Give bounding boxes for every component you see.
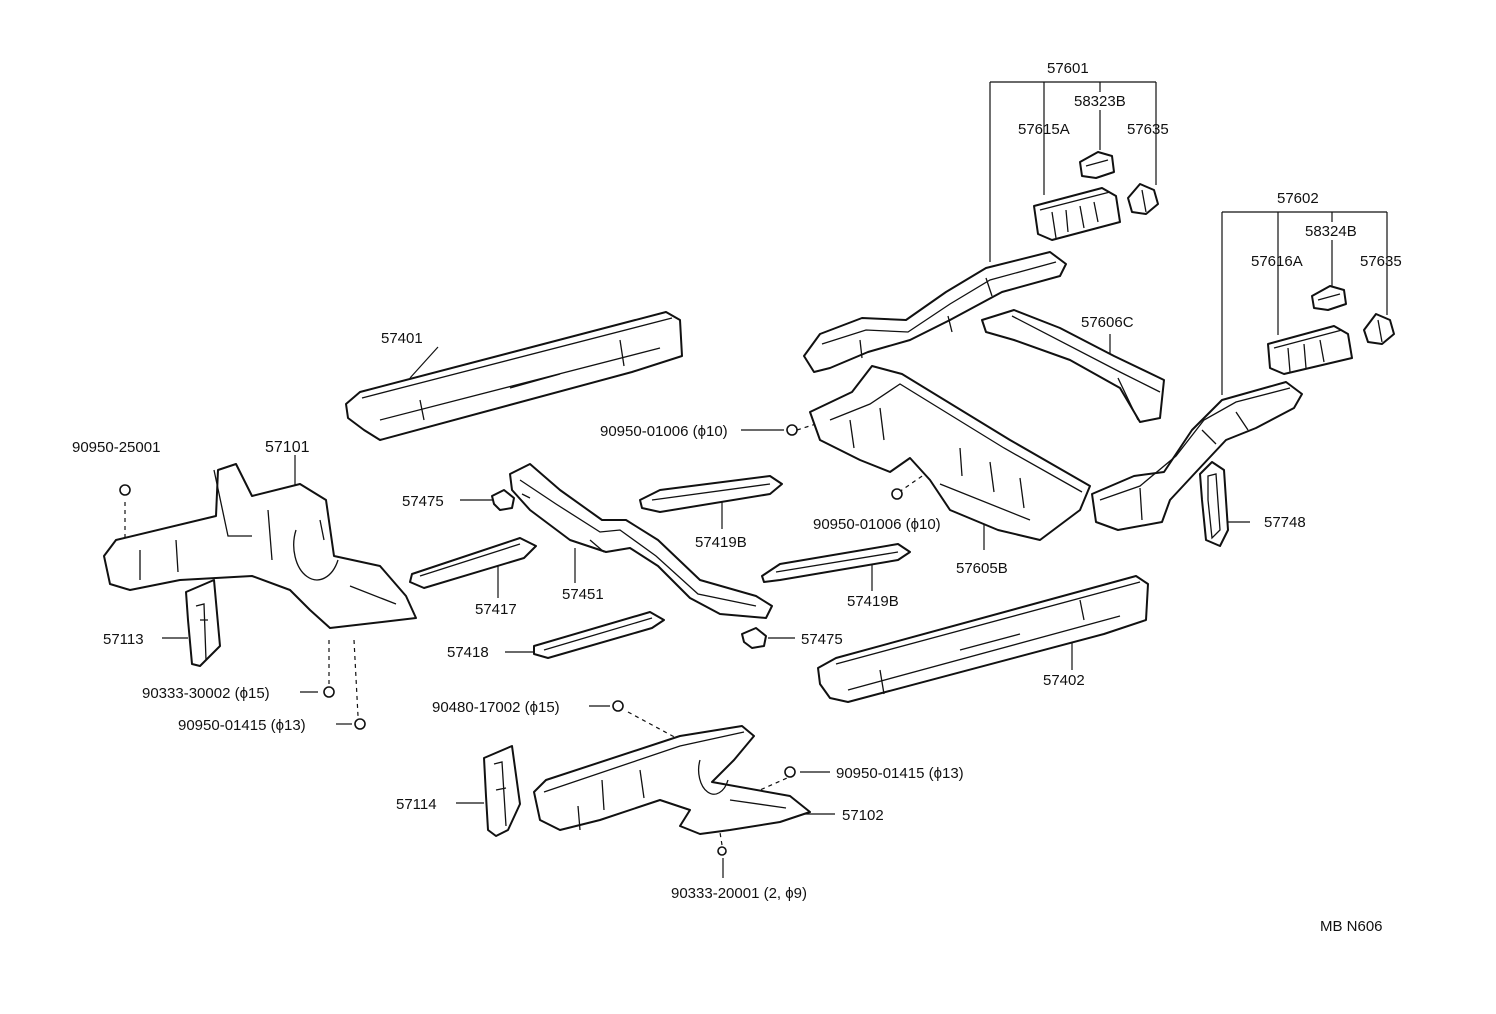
part-58324b xyxy=(1311,285,1347,311)
label-90950-01006-b: 90950-01006 (ϕ10) xyxy=(813,516,941,533)
part-57605b xyxy=(809,365,1091,541)
part-58323b xyxy=(1079,151,1115,179)
part-57616a xyxy=(1267,325,1353,375)
leader-lines xyxy=(124,81,1388,878)
fastener-90950-25001 xyxy=(119,484,131,496)
part-57451 xyxy=(509,463,773,619)
label-57451: 57451 xyxy=(562,586,604,603)
label-90950-01415-right: 90950-01415 (ϕ13) xyxy=(836,765,964,782)
label-90950-01415-left: 90950-01415 (ϕ13) xyxy=(178,717,306,734)
part-57113 xyxy=(185,579,221,667)
fastener-90333-30002 xyxy=(323,686,335,698)
label-90333-30002: 90333-30002 (ϕ15) xyxy=(142,685,270,702)
label-58323b: 58323B xyxy=(1074,93,1126,110)
label-90333-20001: 90333-20001 (2, ϕ9) xyxy=(671,885,807,902)
labels: 57601 58323B 57615A 57635 57602 58324B 5… xyxy=(72,60,1402,935)
diagram-reference-code: MB N606 xyxy=(1320,918,1383,935)
part-57114 xyxy=(483,745,521,837)
part-57402 xyxy=(817,575,1149,703)
label-90950-01006-a: 90950-01006 (ϕ10) xyxy=(600,423,728,440)
part-57418 xyxy=(533,611,665,659)
label-57419b-top: 57419B xyxy=(695,534,747,551)
label-57601: 57601 xyxy=(1047,60,1089,77)
part-57606c xyxy=(981,309,1165,423)
part-57615a xyxy=(1033,187,1121,241)
label-57114: 57114 xyxy=(396,796,437,813)
part-57401 xyxy=(345,311,683,441)
label-57748: 57748 xyxy=(1264,514,1306,531)
label-57418: 57418 xyxy=(447,644,489,661)
part-57419b-mid xyxy=(761,543,911,583)
fastener-90950-01006-b xyxy=(891,488,903,500)
label-57419b-mid: 57419B xyxy=(847,593,899,610)
label-57101: 57101 xyxy=(265,439,310,456)
label-57616a: 57616A xyxy=(1251,253,1303,270)
part-57748 xyxy=(1199,461,1229,547)
part-57102 xyxy=(533,725,811,835)
fastener-90950-01415-right xyxy=(784,766,796,778)
fastener-90333-20001 xyxy=(717,846,727,856)
part-57635-right xyxy=(1363,313,1395,345)
parts-artwork xyxy=(103,151,1395,856)
label-57417: 57417 xyxy=(475,601,517,618)
label-57475-mid: 57475 xyxy=(801,631,843,648)
label-57475-left: 57475 xyxy=(402,493,444,510)
label-58324b: 58324B xyxy=(1305,223,1357,240)
fastener-90950-01006-a xyxy=(786,424,798,436)
label-57615a: 57615A xyxy=(1018,121,1070,138)
label-57635-top: 57635 xyxy=(1127,121,1169,138)
label-57113: 57113 xyxy=(103,631,144,648)
part-57475-mid xyxy=(741,627,767,649)
part-57101 xyxy=(103,463,417,629)
fasteners xyxy=(119,424,903,856)
label-90950-25001: 90950-25001 xyxy=(72,439,160,456)
label-57602: 57602 xyxy=(1277,190,1319,207)
label-57102: 57102 xyxy=(842,807,884,824)
label-57605b: 57605B xyxy=(956,560,1008,577)
label-90480-17002: 90480-17002 (ϕ15) xyxy=(432,699,560,716)
label-57635-right: 57635 xyxy=(1360,253,1402,270)
part-57601 xyxy=(803,251,1067,373)
part-57419b-top xyxy=(639,475,783,513)
label-57402: 57402 xyxy=(1043,672,1085,689)
label-57606c: 57606C xyxy=(1081,314,1134,331)
part-57475-left xyxy=(491,489,515,511)
part-57417 xyxy=(409,537,537,589)
fastener-90480-17002 xyxy=(612,700,624,712)
fastener-90950-01415-left xyxy=(354,718,366,730)
part-57602 xyxy=(1091,381,1303,531)
part-57635-top xyxy=(1127,183,1159,215)
label-57401: 57401 xyxy=(381,330,423,347)
